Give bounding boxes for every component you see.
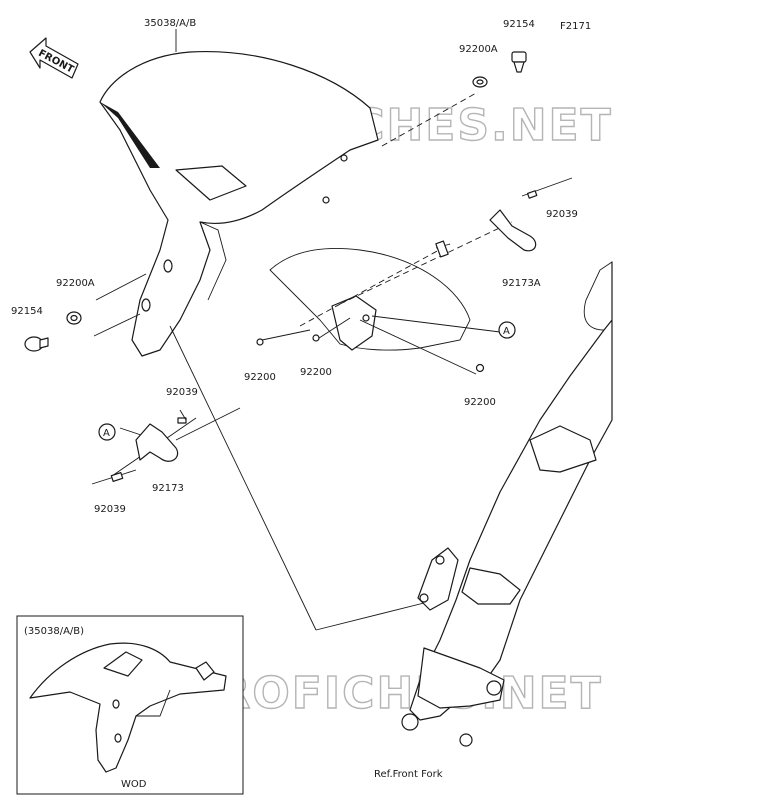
bolt-top-icon: [511, 51, 527, 73]
ref-a-right-label: A: [503, 326, 510, 337]
washer-top-icon: [472, 76, 488, 88]
label-bolt-top: 92154: [503, 19, 535, 30]
inset-fender: [29, 642, 227, 773]
clamp-right-icon: [435, 209, 537, 258]
label-tie-right: 92039: [546, 209, 578, 220]
ref-a-left-label: A: [103, 428, 110, 439]
inset-caption: WOD: [121, 779, 147, 790]
label-clamp-right: 92173A: [502, 278, 541, 289]
ref-a-right: A: [498, 321, 516, 339]
fender-bracket: [331, 295, 377, 351]
label-fender: 35038/A/B: [144, 18, 196, 29]
tie-left-top-icon: [177, 409, 187, 424]
washer-b-icon: [312, 334, 320, 342]
front-fork: [401, 261, 613, 747]
label-bolt-left: 92154: [11, 306, 43, 317]
washer-left-icon: [66, 311, 82, 325]
tie-right-icon: [521, 177, 573, 199]
label-washer-c: 92200: [464, 397, 496, 408]
label-ref-fork: Ref.Front Fork: [374, 769, 443, 780]
label-washer-a: 92200: [244, 372, 276, 383]
inset-box: (35038/A/B) WOD: [16, 615, 244, 795]
inset-title: (35038/A/B): [24, 626, 84, 637]
label-tie-left-bottom: 92039: [94, 504, 126, 515]
front-fender: [99, 50, 471, 357]
clamp-left-icon: [135, 423, 179, 462]
tie-left-bottom-icon: [91, 469, 137, 485]
ref-a-left: A: [98, 423, 116, 441]
bolt-left-icon: [24, 336, 49, 352]
label-washer-b: 92200: [300, 367, 332, 378]
label-washer-top: 92200A: [459, 44, 498, 55]
label-clamp-left: 92173: [152, 483, 184, 494]
washer-c-icon: [475, 363, 485, 373]
washer-a-icon: [256, 338, 264, 346]
label-washer-left: 92200A: [56, 278, 95, 289]
label-tie-left-top: 92039: [166, 387, 198, 398]
diagram-code: F2171: [560, 21, 591, 32]
front-arrow-icon: FRONT: [29, 37, 79, 79]
